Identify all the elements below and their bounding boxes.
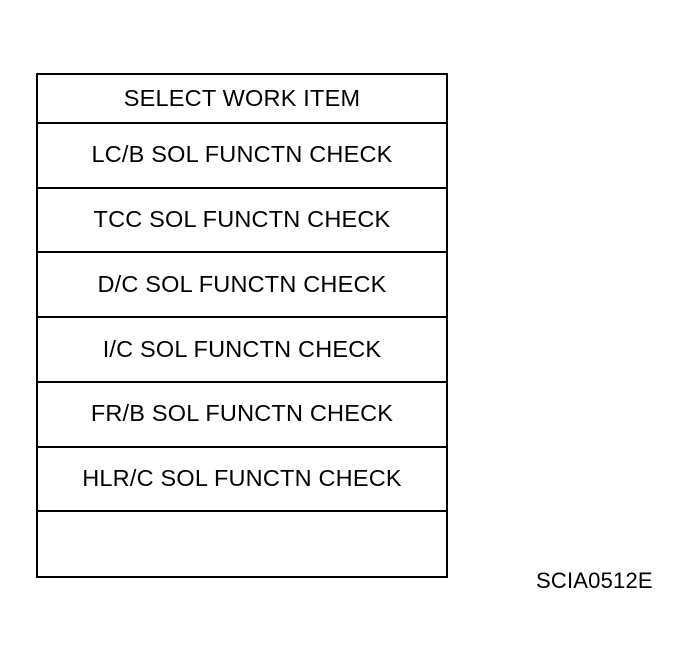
- panel-header-label: SELECT WORK ITEM: [123, 84, 361, 111]
- menu-blank-row[interactable]: [38, 512, 446, 577]
- panel-header-row: SELECT WORK ITEM: [38, 75, 446, 124]
- figure-caption: SCIA0512E: [536, 568, 653, 593]
- menu-item-label: D/C SOL FUNCTN CHECK: [97, 270, 387, 297]
- menu-item-label: HLR/C SOL FUNCTN CHECK: [82, 465, 402, 492]
- menu-item-dc-sol-functn-check[interactable]: D/C SOL FUNCTN CHECK: [38, 253, 446, 319]
- menu-item-label: I/C SOL FUNCTN CHECK: [102, 335, 382, 362]
- menu-item-label: TCC SOL FUNCTN CHECK: [93, 206, 391, 233]
- menu-item-lcb-sol-functn-check[interactable]: LC/B SOL FUNCTN CHECK: [38, 123, 446, 189]
- menu-item-hlrc-sol-functn-check[interactable]: HLR/C SOL FUNCTN CHECK: [38, 447, 446, 513]
- menu-item-tcc-sol-functn-check[interactable]: TCC SOL FUNCTN CHECK: [38, 188, 446, 254]
- menu-item-ic-sol-functn-check[interactable]: I/C SOL FUNCTN CHECK: [38, 318, 446, 383]
- menu-item-label: FR/B SOL FUNCTN CHECK: [90, 400, 394, 427]
- menu-item-frb-sol-functn-check[interactable]: FR/B SOL FUNCTN CHECK: [38, 382, 446, 448]
- select-work-item-panel: SELECT WORK ITEM LC/B SOL FUNCTN CHECK T…: [36, 73, 448, 578]
- menu-item-label: LC/B SOL FUNCTN CHECK: [91, 141, 393, 168]
